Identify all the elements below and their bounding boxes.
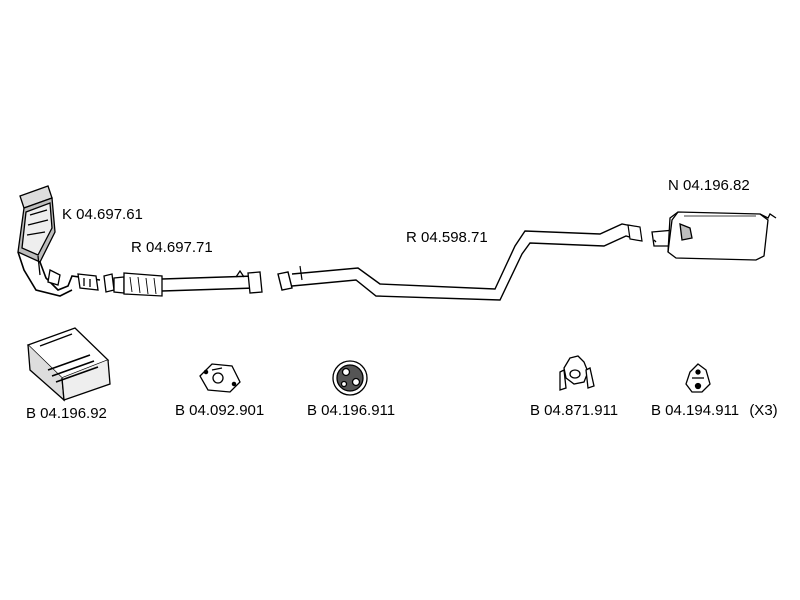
- fitting-kit-drawing[interactable]: [26, 327, 111, 402]
- gasket-drawing[interactable]: [199, 363, 241, 393]
- part-label-front-pipe: R 04.697.71: [131, 239, 213, 256]
- front-pipe-drawing[interactable]: [103, 269, 263, 297]
- catalytic-converter-drawing[interactable]: [17, 185, 101, 297]
- rubber-hanger-drawing[interactable]: [559, 355, 595, 391]
- rear-silencer-drawing[interactable]: [651, 211, 777, 261]
- part-label-catalytic-converter: K 04.697.61: [62, 206, 143, 223]
- middle-pipe-drawing[interactable]: [277, 223, 643, 301]
- fitting-code-rubber-mount-oval: B 04.194.911: [651, 402, 740, 419]
- fitting-label-rubber-mount-oval: B 04.194.911 (X3): [651, 403, 778, 418]
- part-label-rear-silencer: N 04.196.82: [668, 177, 750, 194]
- fitting-label-fitting-kit: B 04.196.92: [26, 405, 107, 422]
- fitting-quantity-rubber-mount-oval: (X3): [749, 402, 778, 419]
- fitting-label-gasket: B 04.092.901: [175, 402, 265, 419]
- rubber-mount-round-drawing[interactable]: [332, 360, 368, 396]
- part-label-middle-pipe: R 04.598.71: [406, 229, 488, 246]
- rubber-mount-oval-drawing[interactable]: [685, 363, 711, 393]
- fitting-label-rubber-mount-round: B 04.196.911: [307, 402, 396, 419]
- fitting-label-rubber-hanger: B 04.871.911: [530, 402, 619, 419]
